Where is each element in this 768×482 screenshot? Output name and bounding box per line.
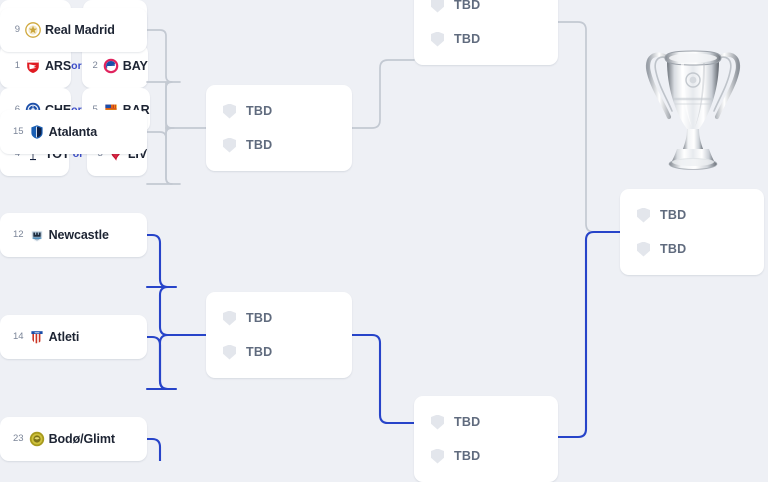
- or-separator: or: [71, 44, 82, 88]
- match-card-r16-9[interactable]: 23 Bodø/Glimt: [0, 417, 147, 461]
- shield-placeholder-icon: [637, 207, 650, 223]
- seed-number: 6: [13, 105, 20, 115]
- atalanta-crest: [30, 125, 43, 139]
- team-name: TBD: [246, 311, 273, 325]
- team-name: ARS: [45, 59, 72, 73]
- team-name: Atalanta: [48, 125, 98, 139]
- atletico-crest: [30, 331, 43, 344]
- team-name: TBD: [454, 32, 481, 46]
- match-team-slot-home[interactable]: TBD: [637, 198, 764, 232]
- shield-placeholder-icon: [223, 103, 236, 119]
- team-name: Atleti: [48, 330, 80, 344]
- seed-number: 5: [91, 105, 98, 115]
- match-card-qf-1[interactable]: TBD TBD: [206, 85, 352, 171]
- match-card-qf-2[interactable]: TBD TBD: [206, 292, 352, 378]
- or-separator: or: [69, 132, 86, 176]
- real-madrid-crest: [25, 22, 41, 38]
- team-name: TBD: [454, 415, 481, 429]
- match-team-slot-home[interactable]: TBD: [431, 405, 558, 439]
- team-name: TBD: [246, 345, 273, 359]
- newcastle-crest: [30, 230, 43, 242]
- seed-number: 15: [13, 126, 24, 138]
- match-team-slot-away[interactable]: TBD: [431, 439, 558, 473]
- seed-number: 2: [92, 60, 98, 72]
- or-label: or: [72, 148, 84, 160]
- shield-placeholder-icon: [223, 344, 236, 360]
- team-name: TBD: [454, 0, 481, 12]
- match-team-slot-away[interactable]: TBD: [637, 232, 764, 266]
- seed-number: 14: [13, 331, 24, 343]
- match-card-sf-1[interactable]: TBD TBD: [414, 0, 558, 65]
- match-team-slot-home[interactable]: TBD: [431, 0, 558, 22]
- team-name: TBD: [454, 449, 481, 463]
- match-card-sf-2[interactable]: TBD TBD: [414, 396, 558, 482]
- shield-placeholder-icon: [223, 137, 236, 153]
- match-team-slot-home[interactable]: TBD: [223, 94, 352, 128]
- shield-placeholder-icon: [431, 0, 444, 13]
- match-team-slot-home[interactable]: TBD: [223, 301, 352, 335]
- match-card-r16-1[interactable]: 9 Real Madrid: [0, 8, 147, 52]
- arsenal-crest: [27, 60, 39, 73]
- bayern-crest: [103, 58, 119, 74]
- champions-league-trophy: [645, 50, 741, 170]
- match-card-r16-3[interactable]: 15 Atalanta: [0, 110, 147, 154]
- shield-placeholder-icon: [637, 241, 650, 257]
- shield-placeholder-icon: [223, 310, 236, 326]
- team-name: TBD: [246, 104, 273, 118]
- match-card-final[interactable]: TBD TBD: [620, 189, 764, 275]
- team-name: Newcastle: [48, 228, 109, 242]
- shield-placeholder-icon: [431, 414, 444, 430]
- match-team-slot-away[interactable]: TBD: [223, 128, 352, 162]
- team-name: TBD: [660, 242, 687, 256]
- team-name: Bodø/Glimt: [48, 432, 115, 446]
- match-team-slot-away[interactable]: TBD: [223, 335, 352, 369]
- seed-number: 9: [14, 24, 20, 36]
- match-card-r16-7[interactable]: 14 Atleti: [0, 315, 147, 359]
- bracket-connectors: [145, 21, 622, 461]
- shield-placeholder-icon: [431, 31, 444, 47]
- bodoglimt-crest: [29, 431, 44, 447]
- match-card-r16-5[interactable]: 12 Newcastle: [0, 213, 147, 257]
- team-name: TBD: [660, 208, 687, 222]
- seed-number: 1: [14, 60, 20, 72]
- or-label: or: [71, 60, 82, 72]
- match-team-slot-away[interactable]: TBD: [431, 22, 558, 56]
- shield-placeholder-icon: [431, 448, 444, 464]
- team-name: TBD: [246, 138, 273, 152]
- seed-number: 23: [13, 433, 24, 445]
- team-name: BAY: [122, 59, 148, 73]
- seed-number: 12: [13, 229, 24, 241]
- team-name: Real Madrid: [45, 23, 115, 37]
